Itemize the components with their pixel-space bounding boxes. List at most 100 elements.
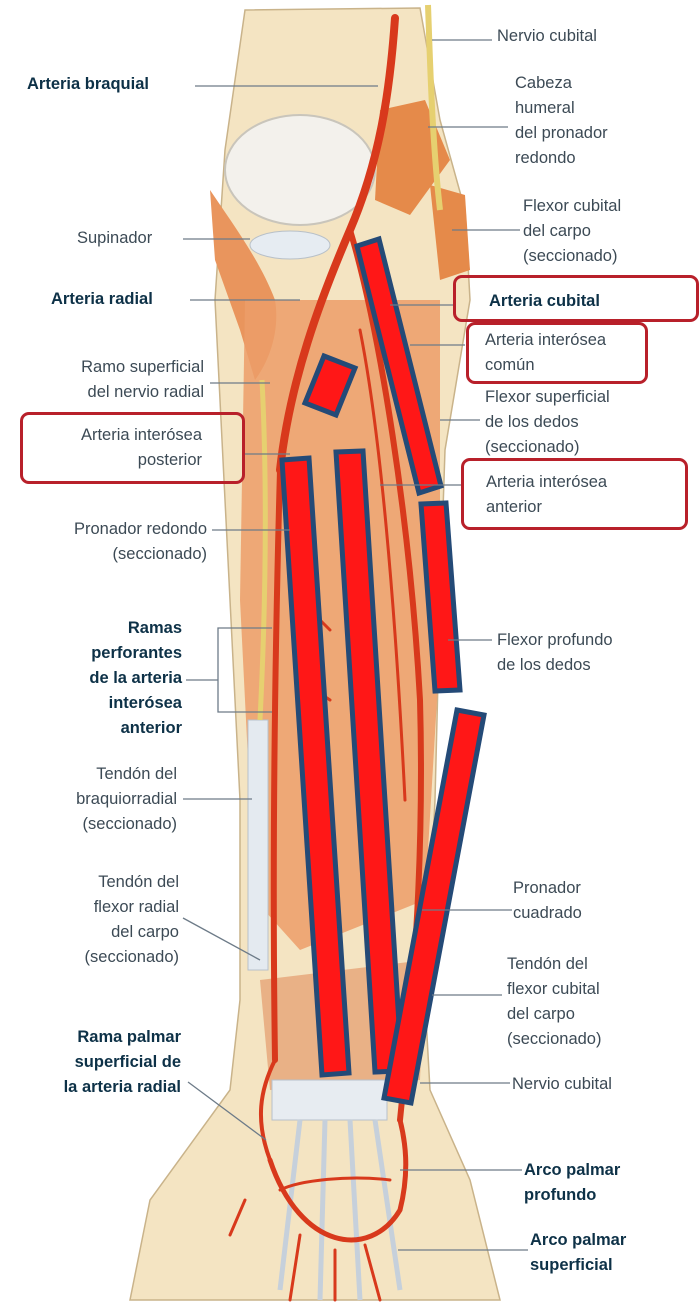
label-line: Arteria interósea xyxy=(486,473,608,491)
label-line: Flexor superficial xyxy=(485,388,610,406)
label-line: superficial de xyxy=(74,1053,181,1071)
label-arco-palmar-profundo: Arco palmar profundo xyxy=(524,1158,620,1208)
label-line: (seccionado) xyxy=(507,1030,602,1048)
label-line: del carpo xyxy=(507,1005,575,1023)
label-line: Pronador xyxy=(513,879,581,897)
label-line: la arteria radial xyxy=(63,1078,181,1096)
label-line: Flexor cubital xyxy=(523,197,622,215)
label-line: (seccionado) xyxy=(112,545,207,563)
label-nervio-cubital-bottom: Nervio cubital xyxy=(512,1072,612,1097)
superficial-palmar-arch xyxy=(267,1117,409,1243)
label-line: Arco palmar xyxy=(524,1161,621,1179)
label-ramo-superficial: Ramo superficial del nervio radial xyxy=(81,355,204,405)
label-line: anterior xyxy=(120,719,182,737)
label-arteria-interosea-posterior: Arteria interósea posterior xyxy=(81,423,202,473)
label-text: Nervio cubital xyxy=(512,1075,612,1093)
highlight-box-interosea-anterior xyxy=(461,458,688,530)
radius-head xyxy=(249,230,331,260)
label-text: Arteria braquial xyxy=(27,75,149,93)
label-arteria-interosea-anterior: Arteria interósea anterior xyxy=(486,470,607,520)
label-rama-palmar: Rama palmar superficial de la arteria ra… xyxy=(64,1025,181,1100)
label-line: anterior xyxy=(486,498,542,516)
label-line: flexor radial xyxy=(93,898,179,916)
braquiorradial-tendon xyxy=(247,719,269,971)
label-flexor-superficial: Flexor superficial de los dedos (seccion… xyxy=(485,385,610,460)
label-line: del carpo xyxy=(111,923,179,941)
label-line: común xyxy=(485,356,535,374)
label-arteria-cubital: Arteria cubital xyxy=(489,289,600,314)
highlight-bar xyxy=(354,235,444,497)
highlight-bar xyxy=(418,500,463,694)
label-line: humeral xyxy=(515,99,575,117)
label-line: flexor cubital xyxy=(507,980,600,998)
label-line: Tendón del xyxy=(96,765,177,783)
label-line: de los dedos xyxy=(497,656,591,674)
label-arteria-interosea-comun: Arteria interósea común xyxy=(485,328,606,378)
label-line: Arteria interósea xyxy=(485,331,607,349)
label-line: perforantes xyxy=(91,644,182,662)
label-line: del carpo xyxy=(523,222,591,240)
highlight-box-interosea-posterior xyxy=(20,412,245,484)
leader-lines xyxy=(182,39,528,1251)
label-text: Supinador xyxy=(77,229,153,247)
label-line: (seccionado) xyxy=(82,815,177,833)
label-ramas-perforantes: Ramas perforantes de la arteria interóse… xyxy=(89,616,182,741)
label-line: Flexor profundo xyxy=(497,631,613,649)
label-line: redondo xyxy=(515,149,576,167)
label-line: Ramas xyxy=(127,619,182,637)
interosseous-branches xyxy=(358,328,407,802)
label-line: Rama palmar xyxy=(77,1028,181,1046)
label-line: superficial xyxy=(530,1256,613,1274)
highlight-box-interosea-comun xyxy=(466,322,648,384)
humerus-condyle xyxy=(224,114,376,226)
label-nervio-cubital-top: Nervio cubital xyxy=(497,24,597,49)
ulnar-nerve xyxy=(425,4,443,211)
label-line: Tendón del xyxy=(507,955,588,973)
label-arteria-radial: Arteria radial xyxy=(51,287,153,312)
label-tendon-flexor-cubital: Tendón del flexor cubital del carpo (sec… xyxy=(507,952,601,1052)
label-flexor-profundo: Flexor profundo de los dedos xyxy=(497,628,613,678)
label-line: Ramo superficial xyxy=(81,358,204,376)
label-line: Arteria interósea xyxy=(80,426,202,444)
label-line: Arco palmar xyxy=(530,1231,627,1249)
label-pronador-cuadrado: Pronador cuadrado xyxy=(513,876,582,926)
label-cabeza-humeral: Cabeza humeral del pronador redondo xyxy=(515,71,608,171)
label-line: (seccionado) xyxy=(84,948,179,966)
deep-palmar-arch xyxy=(278,1176,392,1192)
label-text: Arteria cubital xyxy=(489,292,600,310)
label-flexor-cubital-carpo: Flexor cubital del carpo (seccionado) xyxy=(523,194,621,269)
highlight-bar xyxy=(381,707,487,1106)
label-line: posterior xyxy=(137,451,202,469)
label-supinador: Supinador xyxy=(77,226,152,251)
highlight-bars xyxy=(279,235,487,1106)
radial-artery xyxy=(270,467,283,1063)
label-line: interósea xyxy=(108,694,182,712)
wrist-retinaculum xyxy=(271,1079,388,1121)
label-line: Tendón del xyxy=(98,873,179,891)
label-line: cuadrado xyxy=(513,904,582,922)
label-pronador-redondo: Pronador redondo (seccionado) xyxy=(74,517,207,567)
label-line: (seccionado) xyxy=(485,438,580,456)
palmar-branch xyxy=(259,1058,277,1162)
label-arco-palmar-superficial: Arco palmar superficial xyxy=(530,1228,626,1278)
arteries xyxy=(228,14,424,1302)
label-text: Arteria radial xyxy=(51,290,153,308)
highlight-box-arteria-cubital xyxy=(453,275,699,322)
label-line: (seccionado) xyxy=(523,247,618,265)
label-text: Nervio cubital xyxy=(497,27,597,45)
highlight-bar xyxy=(279,455,352,1078)
label-tendon-braquiorradial: Tendón del braquiorradial (seccionado) xyxy=(76,762,177,837)
label-line: Pronador redondo xyxy=(73,520,207,538)
radial-nerve-superficial xyxy=(257,379,268,721)
label-line: braquiorradial xyxy=(76,790,177,808)
label-line: de los dedos xyxy=(485,413,579,431)
label-tendon-flexor-radial: Tendón del flexor radial del carpo (secc… xyxy=(85,870,179,970)
label-line: Cabeza xyxy=(515,74,572,92)
label-line: de la arteria xyxy=(89,669,182,687)
label-arteria-braquial: Arteria braquial xyxy=(27,72,149,97)
label-line: del nervio radial xyxy=(87,383,204,401)
label-line: profundo xyxy=(524,1186,597,1204)
label-line: del pronador xyxy=(515,124,608,142)
highlight-bar xyxy=(301,352,359,419)
